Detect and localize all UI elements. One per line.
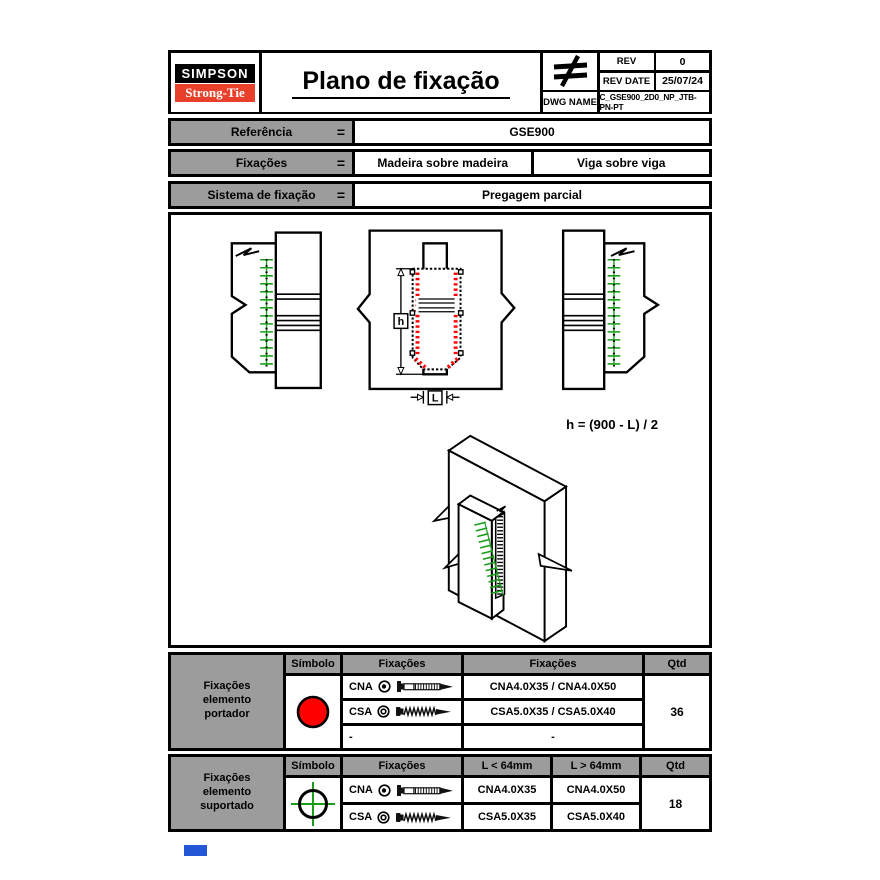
csa-screw-icon <box>396 705 452 718</box>
dimension-h: h <box>393 267 424 376</box>
dwg-name-label: DWG NAME <box>543 92 597 112</box>
simpson-strongtie-logo: SIMPSON Strong-Tie <box>171 53 259 112</box>
col-header-l-lt-64: L < 64mm <box>464 757 550 775</box>
right-side-view <box>561 229 661 391</box>
label-line: portador <box>204 707 250 720</box>
carrier-fixings-table: Fixações elemento portador Símbolo Fixaç… <box>168 651 712 751</box>
nail-pattern-red <box>414 272 459 369</box>
col-header-simbolo: Símbolo <box>286 654 340 673</box>
height-formula: h = (900 - L) / 2 <box>566 417 658 432</box>
cna-head-icon <box>378 783 391 797</box>
csa-screw-icon <box>396 811 452 824</box>
col-header-fixacoes2: Fixações <box>464 654 642 673</box>
empty-spec-cell: - <box>464 725 642 748</box>
supported-symbol-cell <box>286 778 340 829</box>
fastener-type-label: CSA <box>349 705 373 718</box>
col-header-simbolo: Símbolo <box>286 757 340 775</box>
reference-label-text: Referência <box>230 124 293 139</box>
cna-head-icon <box>378 680 391 693</box>
break-symbol <box>610 247 635 257</box>
sheet-title-text: Plano de fixação <box>292 67 510 99</box>
fixings-row: Fixações = Madeira sobre madeira Viga so… <box>168 149 712 177</box>
drawing-area: h L <box>168 212 712 648</box>
csa-head-icon <box>377 810 390 824</box>
fastener-type-label: CSA <box>349 811 373 823</box>
fixings-label-text: Fixações <box>235 156 288 170</box>
equals-sign: = <box>336 186 345 203</box>
cna-nail-icon <box>396 681 453 692</box>
cna-spec-cell: CNA4.0X35 / CNA4.0X50 <box>464 675 642 698</box>
label-line: elemento <box>202 786 252 799</box>
fixings-value-2: Viga sobre viga <box>533 152 709 174</box>
reference-row: Referência = GSE900 <box>168 117 712 146</box>
supported-fixings-table: Fixações elemento suportado Símbolo Fixa… <box>168 754 712 832</box>
cna-type-cell: CNA <box>343 675 461 698</box>
fixing-system-row: Sistema de fixação = Pregagem parcial <box>168 180 712 209</box>
csa-spec-cell: CSA5.0X35 / CSA5.0X40 <box>464 700 642 723</box>
dimension-l: L <box>410 390 460 406</box>
csa-type-cell: CSA <box>343 805 461 829</box>
carrier-table-label: Fixações elemento portador <box>171 654 283 748</box>
label-line: Fixações <box>203 772 251 785</box>
csa-gt64-cell: CSA5.0X40 <box>553 805 639 829</box>
break-symbol <box>235 247 260 257</box>
label-line: elemento <box>202 694 252 707</box>
cna-gt64-cell: CNA4.0X50 <box>553 778 639 802</box>
fixings-value-1: Madeira sobre madeira <box>355 152 531 174</box>
dim-l-label: L <box>432 393 439 405</box>
col-header-fixacoes: Fixações <box>343 654 461 673</box>
fixing-system-label: Sistema de fixação = <box>171 183 352 206</box>
col-header-qtd: Qtd <box>642 757 709 775</box>
isometric-view <box>431 434 573 643</box>
carrier-qty-cell: 36 <box>645 675 709 748</box>
rev-label: REV <box>599 53 654 70</box>
rev-date-value: 25/07/24 <box>656 72 709 90</box>
not-equal-stamp <box>543 53 597 90</box>
not-equal-icon <box>553 55 588 88</box>
cna-nail-icon <box>396 784 453 796</box>
cna-lt64-cell: CNA4.0X35 <box>464 778 550 802</box>
revision-block: REV 0 REV DATE 25/07/24 DWG NAME C_GSE90… <box>543 53 709 112</box>
rev-date-label: REV DATE <box>599 72 654 90</box>
reference-value: GSE900 <box>355 120 709 143</box>
logo-simpson-text: SIMPSON <box>175 63 255 83</box>
col-header-l-gt-64: L > 64mm <box>553 757 639 775</box>
empty-type-cell: - <box>343 725 461 748</box>
crosshair-symbol-icon <box>291 781 335 826</box>
fastener-type-label: CNA <box>349 784 373 796</box>
drawing-sheet: SIMPSON Strong-Tie Plano de fixação REV … <box>168 50 712 832</box>
title-block: SIMPSON Strong-Tie Plano de fixação REV … <box>168 50 712 114</box>
reference-label: Referência = <box>171 120 352 143</box>
red-circle-symbol-icon <box>296 695 330 728</box>
logo-strongtie-text: Strong-Tie <box>175 83 255 102</box>
col-header-qtd: Qtd <box>645 654 709 673</box>
carrier-symbol-cell <box>286 675 340 748</box>
equals-sign: = <box>336 155 345 171</box>
blue-marker <box>184 845 207 856</box>
fixing-system-value: Pregagem parcial <box>355 183 709 206</box>
dim-h-label: h <box>398 316 405 328</box>
screws-3d <box>474 521 505 599</box>
label-line: Fixações <box>203 680 251 693</box>
supported-table-label: Fixações elemento suportado <box>171 757 283 829</box>
sheet-title: Plano de fixação <box>262 53 540 112</box>
left-side-view <box>230 231 322 390</box>
dwg-name-value: C_GSE900_2D0_NP_JTB-PN-PT <box>599 92 709 112</box>
csa-lt64-cell: CSA5.0X35 <box>464 805 550 829</box>
front-view: h L <box>356 229 516 406</box>
fastener-type-label: CNA <box>349 680 373 693</box>
equals-sign: = <box>336 123 345 140</box>
csa-head-icon <box>377 705 390 718</box>
fixings-label: Fixações = <box>171 152 352 174</box>
gse-connector <box>411 267 462 371</box>
col-header-fixacoes: Fixações <box>343 757 461 775</box>
supported-qty-cell: 18 <box>642 778 709 829</box>
label-line: suportado <box>200 799 254 812</box>
fixing-system-label-text: Sistema de fixação <box>207 187 316 202</box>
rev-value: 0 <box>656 53 709 70</box>
csa-type-cell: CSA <box>343 700 461 723</box>
technical-drawing: h L <box>230 229 661 643</box>
cna-type-cell: CNA <box>343 778 461 802</box>
